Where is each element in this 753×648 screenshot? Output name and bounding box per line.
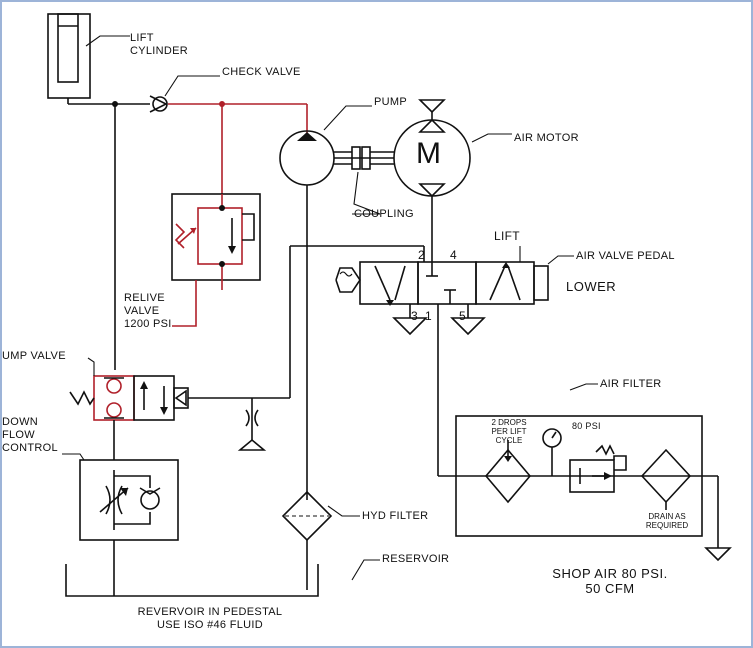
- hyd-filter-leader: [327, 505, 360, 517]
- down-flow-leader: [62, 453, 85, 461]
- coupling-leader: [352, 171, 381, 215]
- port-1-label: 1: [425, 309, 432, 323]
- label-80-psi: 80 PSI: [572, 421, 601, 431]
- relief-valve-symbol: [171, 193, 261, 281]
- down-flow-control-symbol: [79, 420, 179, 548]
- air-filter-symbol: [640, 448, 692, 510]
- coupling-symbol: [334, 146, 394, 170]
- port-2-label: 2: [418, 248, 425, 262]
- pump-valve-symbol: [69, 375, 189, 421]
- port-4-label: 4: [450, 248, 457, 262]
- pump-leader: [323, 105, 372, 131]
- label-check-valve: CHECK VALVE: [222, 66, 301, 78]
- lift-cylinder-symbol: [47, 13, 91, 104]
- reservoir-leader: [351, 559, 380, 581]
- bleed-orifice-symbol: [237, 398, 267, 451]
- label-air-motor: AIR MOTOR: [514, 132, 579, 144]
- label-hyd-filter: HYD FILTER: [362, 510, 429, 522]
- label-relive-valve: RELIVE VALVE 1200 PSI: [124, 292, 172, 330]
- label-air-filter: AIR FILTER: [600, 378, 662, 390]
- label-pump-valve: UMP VALVE: [2, 350, 66, 362]
- air-filter-frame: [455, 415, 703, 537]
- air-valve-symbol: [335, 261, 549, 306]
- pump-valve-leader: [87, 357, 95, 376]
- air-motor-symbol: [393, 99, 471, 262]
- regulator-symbol: [569, 444, 627, 493]
- shop-air-source-icon: [704, 547, 732, 562]
- air-valve-pedal-leader: [547, 255, 574, 265]
- label-drain-as-required: DRAIN AS REQUIRED: [645, 512, 689, 530]
- motor-symbol-label: M: [416, 137, 442, 170]
- label-pump: PUMP: [374, 96, 407, 108]
- port-3-label: 3: [411, 309, 418, 323]
- lift-cylinder-leader: [85, 35, 130, 47]
- exhaust-muffler-right: [450, 304, 486, 336]
- label-lift: LIFT: [494, 229, 520, 243]
- lubricator-symbol: [484, 440, 532, 504]
- label-reservoir: RESERVOIR: [382, 553, 450, 565]
- hyd-filter-symbol: [281, 490, 333, 590]
- label-coupling: COUPLING: [354, 208, 414, 220]
- exhaust-muffler-left: [392, 304, 428, 336]
- air-filter-leader: [569, 383, 598, 391]
- label-shop-air: SHOP AIR 80 PSI. 50 CFM: [552, 566, 668, 596]
- label-down-flow-control: DOWN FLOW CONTROL: [2, 416, 58, 454]
- pump-symbol: [279, 130, 335, 500]
- label-drops-per-lift: 2 DROPS PER LIFT CYCLE: [491, 418, 527, 445]
- reservoir-tank: [65, 564, 319, 597]
- label-reservoir-note: REVERVOIR IN PEDESTAL USE ISO #46 FLUID: [137, 606, 283, 631]
- relief-valve-leader: [172, 280, 197, 327]
- check-valve-leader: [164, 75, 220, 97]
- air-motor-leader: [471, 133, 512, 143]
- label-lift-cylinder: LIFT CYLINDER: [130, 32, 189, 57]
- port-5-label: 5: [459, 309, 466, 323]
- label-air-valve-pedal: AIR VALVE PEDAL: [576, 250, 675, 262]
- pressure-gauge-icon: [542, 428, 562, 476]
- label-lower: LOWER: [566, 279, 617, 294]
- check-valve-symbol: [149, 95, 168, 113]
